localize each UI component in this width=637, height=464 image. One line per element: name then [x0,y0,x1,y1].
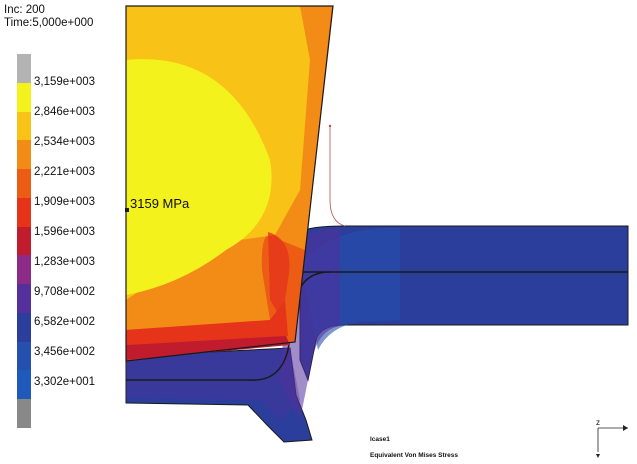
axis-triad [596,425,628,458]
probe-marker [125,208,129,212]
legend-value: 6,582e+002 [34,316,96,328]
punch-stress-field [125,5,334,362]
legend-swatch [17,370,31,400]
z-axis-label: z [596,418,600,427]
legend-swatch [17,226,31,256]
legend-value: 3,456e+002 [34,346,96,358]
legend-value: 3,159e+003 [34,76,96,88]
legend-swatch [17,341,31,371]
legend-value: 1,596e+003 [34,226,96,238]
legend-swatch [17,140,31,170]
result-type-label: Equivalent Von Mises Stress [370,452,459,459]
legend-value: 3,302e+001 [34,376,96,388]
legend-value: 1,909e+003 [34,196,96,208]
legend-swatch [17,54,31,83]
legend-swatch [17,197,31,227]
legend-value: 2,534e+003 [34,136,96,148]
legend-swatch [17,284,31,313]
legend-swatch [17,312,31,342]
workpiece-bottom-purple [126,348,300,420]
mid-line-bend [126,271,331,381]
increment-label: Inc: 200 [4,4,45,16]
legend-value: 9,708e+002 [34,286,96,298]
legend-value: 1,283e+003 [34,256,96,268]
time-label: Time:5,000e+000 [4,17,94,29]
legend-value: 2,846e+003 [34,106,96,118]
legend-value: 2,221e+003 [34,166,96,178]
probe-value-label: 3159 MPa [130,196,190,211]
legend-swatch [17,399,31,428]
legend-swatch [17,82,31,112]
color-legend [17,54,31,428]
load-case-label: lcase1 [370,436,390,443]
die-profile [329,126,346,227]
legend-swatch [17,111,31,141]
legend-swatch [17,255,31,285]
legend-swatch [17,169,31,198]
